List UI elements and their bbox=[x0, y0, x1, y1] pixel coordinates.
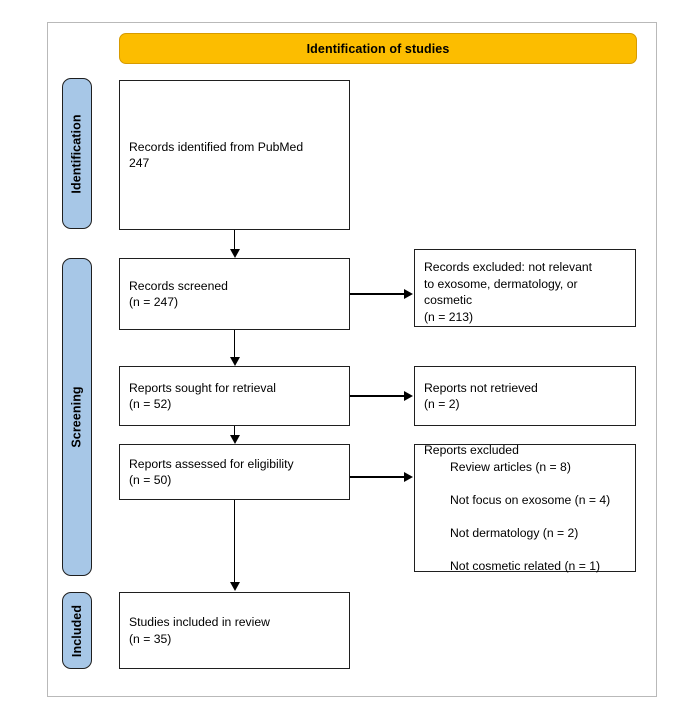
box-reports-not-retrieved: Reports not retrieved (n = 2) bbox=[414, 366, 636, 426]
box-records-excluded: Records excluded: not relevant to exosom… bbox=[414, 249, 636, 327]
connector-screened-to-sought bbox=[233, 330, 236, 357]
connector-sought-to-not-retrieved bbox=[350, 395, 404, 397]
connector-screened-to-records-excluded bbox=[350, 293, 404, 295]
box-reports-excluded-item-1: Not focus on exosome (n = 4) bbox=[450, 492, 611, 507]
identification-banner: Identification of studies bbox=[119, 33, 637, 64]
arrowhead-screened-to-sought bbox=[229, 357, 240, 366]
box-reports-assessed: Reports assessed for eligibility (n = 50… bbox=[119, 444, 350, 500]
arrowhead-sought-to-assessed bbox=[229, 435, 240, 444]
arrowhead-assessed-to-reports-excluded bbox=[404, 471, 413, 482]
box-reports-sought-text: Reports sought for retrieval (n = 52) bbox=[129, 380, 276, 412]
box-reports-excluded: Reports excluded Review articles (n = 8)… bbox=[414, 443, 636, 573]
banner-title: Identification of studies bbox=[306, 41, 450, 56]
box-studies-included: Studies included in review (n = 35) bbox=[119, 592, 350, 669]
arrowhead-identified-to-screened bbox=[229, 249, 240, 258]
box-reports-assessed-text: Reports assessed for eligibility (n = 50… bbox=[129, 456, 294, 488]
stage-label-included: Included bbox=[62, 592, 92, 669]
stage-label-screening: Screening bbox=[62, 258, 92, 576]
box-reports-sought: Reports sought for retrieval (n = 52) bbox=[119, 366, 350, 426]
connector-assessed-to-included bbox=[233, 500, 236, 582]
box-reports-excluded-text: Reports excluded Review articles (n = 8)… bbox=[424, 426, 610, 591]
connector-assessed-to-reports-excluded bbox=[350, 476, 404, 478]
box-records-identified-text: Records identified from PubMed 247 bbox=[129, 139, 304, 171]
connector-sought-to-assessed bbox=[233, 426, 236, 435]
box-records-screened-text: Records screened (n = 247) bbox=[129, 278, 228, 310]
box-reports-excluded-item-3: Not cosmetic related (n = 1) bbox=[450, 558, 601, 573]
box-reports-excluded-title: Reports excluded bbox=[424, 443, 519, 457]
stage-label-included-text: Included bbox=[70, 604, 85, 657]
stage-label-screening-text: Screening bbox=[70, 386, 84, 448]
arrowhead-screened-to-records-excluded bbox=[404, 288, 413, 299]
arrowhead-assessed-to-included bbox=[229, 582, 240, 591]
stage-label-identification-text: Identification bbox=[70, 113, 84, 194]
box-studies-included-text: Studies included in review (n = 35) bbox=[129, 615, 270, 646]
box-reports-excluded-item-2: Not dermatology (n = 2) bbox=[450, 525, 579, 540]
box-records-screened: Records screened (n = 247) bbox=[119, 258, 350, 330]
box-records-excluded-text: Records excluded: not relevant to exosom… bbox=[424, 260, 593, 324]
box-reports-excluded-item-0: Review articles (n = 8) bbox=[450, 459, 571, 474]
box-reports-not-retrieved-text: Reports not retrieved (n = 2) bbox=[424, 380, 538, 412]
stage-label-identification: Identification bbox=[62, 78, 92, 229]
arrowhead-sought-to-not-retrieved bbox=[404, 390, 413, 401]
connector-identified-to-screened bbox=[233, 230, 236, 249]
box-records-identified: Records identified from PubMed 247 bbox=[119, 80, 350, 230]
